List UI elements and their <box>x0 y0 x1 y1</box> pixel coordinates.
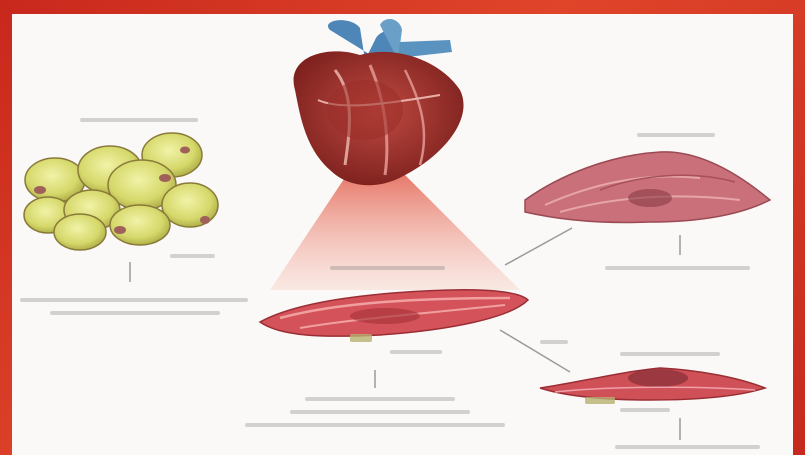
endothelial-cell-icon <box>540 368 765 404</box>
connector-label-placeholder <box>540 340 568 344</box>
fibroblast-icon <box>525 152 770 223</box>
fibroblast-caption-placeholder <box>605 266 750 270</box>
adipocyte-marker-placeholder <box>170 254 215 258</box>
heart-icon <box>294 19 464 185</box>
adipocyte-cluster-icon <box>24 133 218 250</box>
adipocyte-caption-placeholder <box>20 298 248 302</box>
adipocyte-caption-placeholder-2 <box>50 311 220 315</box>
smooth-muscle-marker-placeholder <box>390 350 442 354</box>
adipocyte-label-placeholder <box>80 118 198 122</box>
smooth-muscle-caption-placeholder-3 <box>245 423 505 427</box>
smooth-muscle-caption-placeholder-2 <box>290 410 470 414</box>
smooth-muscle-caption-placeholder <box>305 397 455 401</box>
smooth-muscle-cell-icon <box>260 290 528 342</box>
fibroblast-label-placeholder <box>637 133 715 137</box>
endothelial-label-placeholder <box>620 352 720 356</box>
projection-cone <box>270 170 520 290</box>
endothelial-caption-placeholder <box>615 445 760 449</box>
smooth-muscle-label-placeholder <box>330 266 445 270</box>
endothelial-marker-placeholder <box>620 408 670 412</box>
